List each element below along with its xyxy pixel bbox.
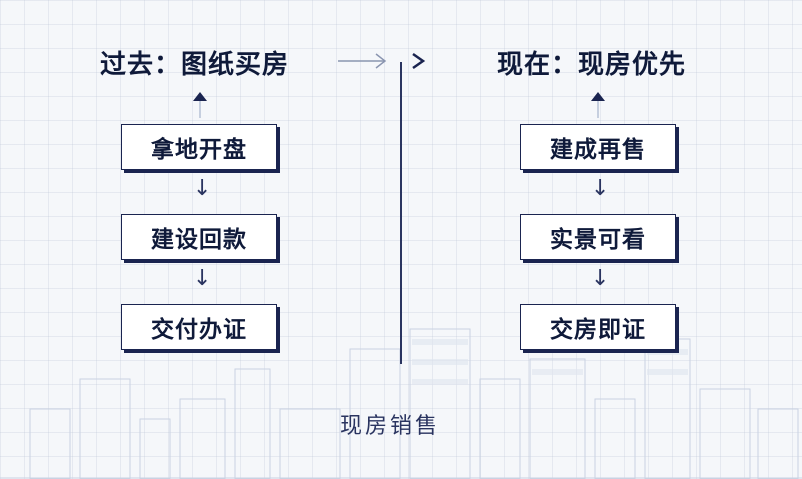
city-skyline-illustration: [0, 328, 802, 479]
down-arrow-icon: ↓: [193, 176, 212, 201]
down-arrow-icon: ↓: [591, 266, 610, 291]
right-arrow-icon: [338, 53, 387, 69]
present-step-2: 实景可看: [520, 214, 676, 260]
chevron-right-icon: [412, 52, 426, 70]
present-step-3: 交房即证: [520, 304, 676, 350]
present-step-1: 建成再售: [520, 124, 676, 170]
up-arrow-icon: [591, 92, 605, 118]
down-arrow-icon: ↓: [193, 266, 212, 291]
caption: 现房销售: [340, 414, 441, 439]
past-title: 过去：图纸买房: [100, 50, 290, 80]
past-step-1: 拿地开盘: [121, 124, 277, 170]
center-divider: [400, 62, 402, 364]
down-arrow-icon: ↓: [591, 176, 610, 201]
present-title: 现在：现房优先: [497, 50, 687, 80]
past-step-2: 建设回款: [121, 214, 277, 260]
up-arrow-icon: [193, 92, 207, 118]
past-step-3: 交付办证: [121, 304, 277, 350]
